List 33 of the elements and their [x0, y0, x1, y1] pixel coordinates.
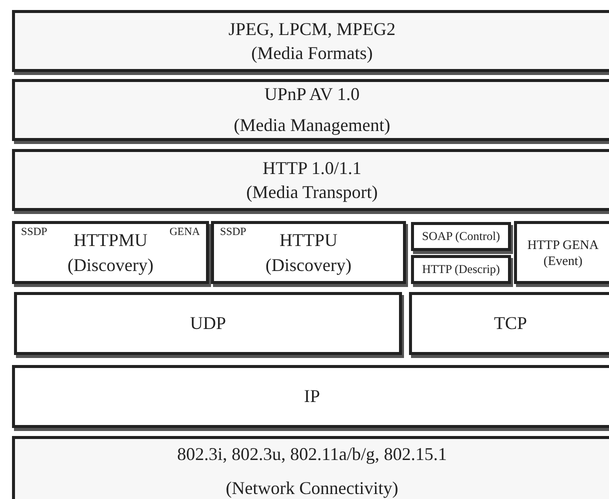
layer-text: HTTP (Descrip) — [422, 261, 500, 278]
layer-text: UDP — [190, 312, 226, 336]
layer-text: IP — [304, 385, 320, 408]
layer-box — [12, 436, 609, 499]
layer-box — [12, 79, 609, 141]
layer-box — [12, 221, 209, 284]
layer-box — [12, 10, 609, 72]
layer-text: JPEG, LPCM, MPEG2 — [228, 18, 396, 41]
layer-box — [14, 292, 402, 355]
layer-text: (Media Formats) — [251, 42, 373, 65]
layer-text: (Media Transport) — [246, 181, 378, 204]
layer-box — [12, 149, 609, 211]
protocol-label: GENA — [169, 226, 200, 238]
protocol-label: SSDP — [21, 226, 48, 238]
layer-text: HTTPU — [280, 229, 338, 252]
layer-text: (Discovery) — [68, 254, 154, 277]
layer-box — [211, 221, 406, 284]
layer-text: 802.3i, 802.3u, 802.11a/b/g, 802.15.1 — [177, 442, 447, 466]
layer-text: (Media Management) — [234, 114, 390, 137]
protocol-label: SSDP — [220, 226, 246, 238]
layer-text: SOAP (Control) — [422, 228, 500, 245]
layer-text: (Network Connectivity) — [226, 477, 398, 499]
layer-box — [411, 255, 511, 284]
layer-box — [12, 365, 609, 428]
layer-text: HTTPMU — [73, 229, 148, 252]
layer-text: TCP — [494, 312, 527, 336]
layer-text: HTTP 1.0/1.1 — [262, 156, 362, 180]
layer-box — [409, 292, 609, 355]
layer-box — [514, 221, 609, 284]
layer-box — [411, 222, 511, 251]
layer-text: UPnP AV 1.0 — [264, 82, 360, 106]
layer-text: (Discovery) — [266, 254, 352, 277]
layer-text: HTTP GENA (Event) — [526, 236, 600, 268]
